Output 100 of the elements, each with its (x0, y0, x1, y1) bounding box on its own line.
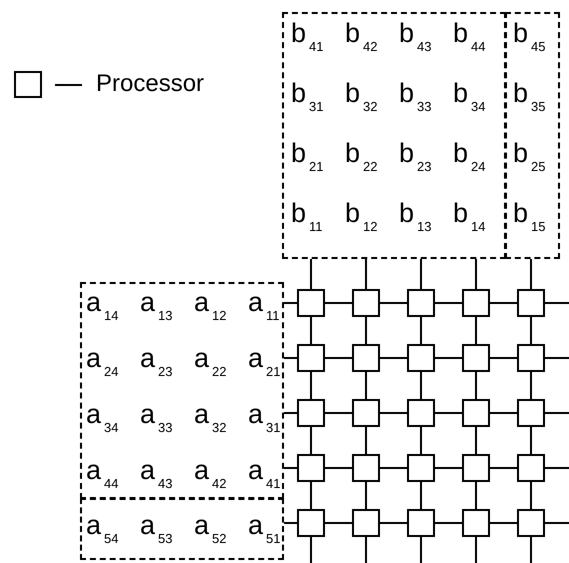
matrix-entry: b$_{41}$ (291, 18, 324, 56)
connector-line (475, 317, 477, 344)
connector-line (435, 467, 462, 469)
matrix-entry: a$_{23}$ (140, 343, 172, 381)
connector-line (545, 467, 569, 469)
processor-box (407, 454, 435, 482)
processor-box (407, 509, 435, 537)
connector-line (475, 427, 477, 454)
matrix-entry: b$_{21}$ (291, 138, 324, 176)
matrix-entry: b$_{11}$ (291, 198, 323, 236)
matrix-entry: a$_{13}$ (140, 287, 172, 325)
connector-line (310, 317, 312, 344)
connector-line (420, 537, 422, 563)
matrix-entry: b$_{14}$ (453, 198, 486, 236)
connector-line (310, 427, 312, 454)
matrix-entry: a$_{32}$ (194, 399, 226, 437)
connector-line (380, 357, 407, 359)
connector-line (420, 259, 422, 289)
connector-line (530, 317, 532, 344)
processor-box (407, 399, 435, 427)
connector-line (420, 317, 422, 344)
processor-box (407, 289, 435, 317)
matrix-entry: b$_{43}$ (399, 18, 432, 56)
matrix-entry: b$_{32}$ (345, 78, 378, 116)
connector-line (435, 302, 462, 304)
processor-box (352, 454, 380, 482)
matrix-entry: a$_{51}$ (248, 510, 280, 548)
matrix-entry: a$_{42}$ (194, 455, 226, 493)
connector-line (365, 317, 367, 344)
processor-box (352, 344, 380, 372)
connector-line (310, 537, 312, 563)
connector-line (325, 522, 352, 524)
connector-line (530, 259, 532, 289)
connector-line (530, 372, 532, 399)
connector-line (325, 412, 352, 414)
processor-box (352, 289, 380, 317)
matrix-entry: b$_{45}$ (513, 18, 546, 56)
processor-box (517, 344, 545, 372)
matrix-entry: b$_{23}$ (399, 138, 432, 176)
connector-line (530, 537, 532, 563)
matrix-entry: a$_{34}$ (86, 399, 118, 437)
matrix-entry: b$_{31}$ (291, 78, 324, 116)
matrix-entry: a$_{53}$ (140, 510, 172, 548)
connector-line (365, 482, 367, 509)
connector-line (490, 522, 517, 524)
processor-box (462, 454, 490, 482)
processor-box (297, 509, 325, 537)
matrix-entry: b$_{25}$ (513, 138, 546, 176)
dashed-group-box (80, 282, 284, 499)
connector-line (284, 522, 297, 524)
connector-line (545, 522, 569, 524)
connector-line (475, 372, 477, 399)
matrix-entry: b$_{35}$ (513, 78, 546, 116)
connector-line (435, 412, 462, 414)
processor-box (297, 344, 325, 372)
dashed-group-box (80, 498, 284, 560)
matrix-entry: a$_{22}$ (194, 343, 226, 381)
connector-line (310, 482, 312, 509)
processor-box (517, 289, 545, 317)
processor-box (517, 454, 545, 482)
connector-line (380, 467, 407, 469)
connector-line (365, 427, 367, 454)
connector-line (284, 467, 297, 469)
matrix-entry: b$_{22}$ (345, 138, 378, 176)
connector-line (545, 302, 569, 304)
legend-label: Processor (96, 69, 204, 99)
processor-box (352, 509, 380, 537)
connector-line (490, 302, 517, 304)
connector-line (284, 412, 297, 414)
processor-box (297, 399, 325, 427)
connector-line (325, 357, 352, 359)
matrix-entry: a$_{52}$ (194, 510, 226, 548)
connector-line (530, 482, 532, 509)
processor-box (297, 289, 325, 317)
connector-line (475, 537, 477, 563)
connector-line (365, 259, 367, 289)
connector-line (490, 412, 517, 414)
matrix-entry: b$_{42}$ (345, 18, 378, 56)
connector-line (420, 482, 422, 509)
matrix-entry: a$_{31}$ (248, 399, 280, 437)
processor-box (462, 509, 490, 537)
connector-line (490, 467, 517, 469)
connector-line (310, 259, 312, 289)
connector-line (365, 372, 367, 399)
connector-line (435, 522, 462, 524)
matrix-entry: a$_{21}$ (248, 343, 280, 381)
matrix-entry: a$_{12}$ (194, 287, 226, 325)
connector-line (325, 467, 352, 469)
connector-line (420, 427, 422, 454)
processor-box (517, 509, 545, 537)
matrix-entry: a$_{14}$ (86, 287, 118, 325)
connector-line (310, 372, 312, 399)
matrix-entry: a$_{33}$ (140, 399, 172, 437)
connector-line (420, 372, 422, 399)
matrix-entry: a$_{43}$ (140, 455, 172, 493)
matrix-entry: a$_{54}$ (86, 510, 118, 548)
connector-line (545, 357, 569, 359)
matrix-entry: b$_{33}$ (399, 78, 432, 116)
connector-line (545, 412, 569, 414)
dashed-group-box (505, 12, 560, 259)
